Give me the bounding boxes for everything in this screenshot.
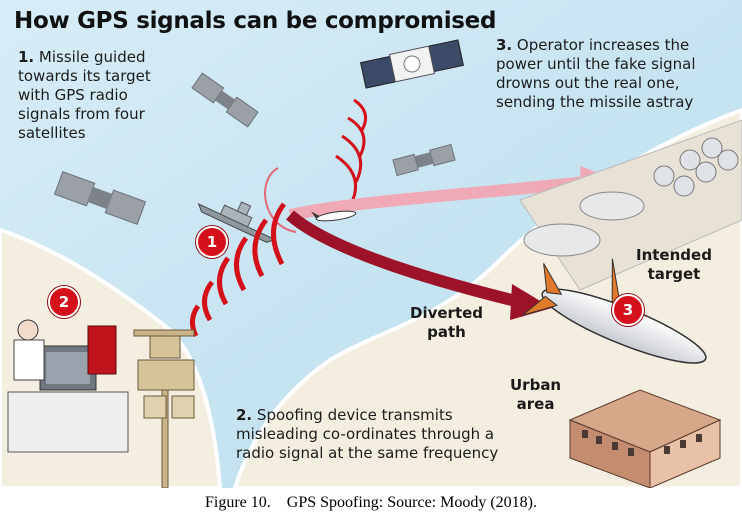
intended-target-label: Intended target xyxy=(636,246,712,284)
step-1-line-4: signals from four xyxy=(18,105,145,123)
satellite-top-icon xyxy=(191,72,259,128)
signal-curve xyxy=(264,167,297,233)
figure-caption: Figure 10. GPS Spoofing: Source: Moody (… xyxy=(205,494,537,511)
satellite-left-icon xyxy=(53,171,147,225)
step-3-line-2: power until the fake signal xyxy=(496,55,696,73)
step-1-text: 1. Missile guided towards its target wit… xyxy=(18,48,151,143)
step-2-badge: 2 xyxy=(48,286,80,318)
urban-label-line-1: Urban xyxy=(510,376,562,394)
step-3-line-3: drowns out the real one, xyxy=(496,74,680,92)
diverted-path-label: Diverted path xyxy=(410,304,483,342)
step-2-number: 2. xyxy=(236,406,253,424)
step-1-line-3: with GPS radio xyxy=(18,86,128,104)
diverted-label-line-1: Diverted xyxy=(410,304,484,322)
step-1-badge: 1 xyxy=(196,226,228,258)
step-2-line-1: Spoofing device transmits xyxy=(256,406,453,424)
intended-label-line-1: Intended xyxy=(636,246,712,264)
urban-area-label: Urban area xyxy=(510,376,561,414)
step-1-line-5: satellites xyxy=(18,124,86,142)
step-2-text: 2. Spoofing device transmits misleading … xyxy=(236,406,498,463)
step-2-line-2: misleading co-ordinates through a xyxy=(236,425,495,443)
urban-label-line-2: area xyxy=(516,395,555,413)
missile-large-icon xyxy=(522,258,707,364)
step-1-line-2: towards its target xyxy=(18,67,151,85)
step-3-text: 3. Operator increases the power until th… xyxy=(496,36,696,112)
step-3-badge: 3 xyxy=(612,294,644,326)
diverted-path-arrowhead xyxy=(510,284,552,320)
missile-small-icon xyxy=(311,210,357,222)
satellite-right-icon xyxy=(360,39,464,89)
step-2-line-3: radio signal at the same frequency xyxy=(236,444,499,462)
step-1-number: 1. xyxy=(18,48,35,66)
original-path xyxy=(288,176,586,221)
operator-desk-icon xyxy=(7,319,129,453)
diverted-path xyxy=(286,210,522,308)
spoofing-device-icon xyxy=(133,329,195,489)
step-3-line-1: Operator increases the xyxy=(516,36,690,54)
step-3-number: 3. xyxy=(496,36,513,54)
satellite-mid-icon xyxy=(392,143,456,177)
urban-area-buildings xyxy=(568,389,722,489)
step-1-line-1: Missile guided xyxy=(38,48,146,66)
gps-spoofing-illustration: How GPS signals can be compromised 1. Mi… xyxy=(0,0,742,490)
illustration-canvas xyxy=(0,0,742,490)
spoofing-signal-waves xyxy=(190,202,287,338)
figure-title: How GPS signals can be compromised xyxy=(14,8,497,34)
intended-label-line-2: target xyxy=(647,265,701,283)
intended-target-facility xyxy=(519,119,742,291)
diverted-label-line-2: path xyxy=(427,323,466,341)
step-3-line-4: sending the missile astray xyxy=(496,93,694,111)
